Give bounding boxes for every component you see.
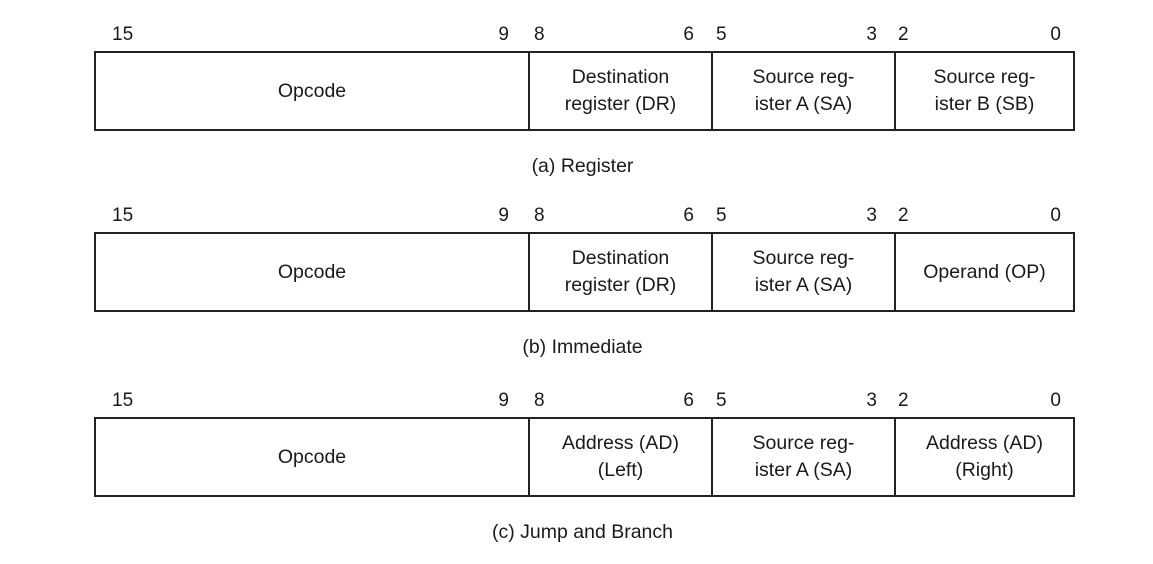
bit-2-label: 2 <box>898 390 909 411</box>
bit-3-label: 3 <box>866 205 877 226</box>
instruction-format-immediate: 15 9 8 6 5 3 2 0 Opcode Destination regi… <box>0 205 1153 365</box>
bit-0-label: 0 <box>1050 24 1061 45</box>
operand-field: Operand (OP) <box>894 234 1073 310</box>
source-register-b-field: Source reg- ister B (SB) <box>894 53 1073 129</box>
bit-0-label: 0 <box>1050 390 1061 411</box>
bit-0-label: 0 <box>1050 205 1061 226</box>
bit-9-label: 9 <box>498 205 509 226</box>
opcode-field: Opcode <box>277 445 347 468</box>
bit-15-label: 15 <box>112 390 134 411</box>
instruction-word: Opcode Address (AD) (Left) Source reg- i… <box>94 417 1075 497</box>
bit-15-label: 15 <box>112 24 134 45</box>
format-caption: (b) Immediate <box>522 336 643 358</box>
format-caption: (a) Register <box>531 155 634 177</box>
source-register-a-field: Source reg- ister A (SA) <box>711 419 894 495</box>
bit-8-label: 8 <box>534 390 545 411</box>
opcode-field: Opcode <box>277 260 347 283</box>
instruction-format-register: 15 9 8 6 5 3 2 0 Opcode Destination regi… <box>0 24 1153 184</box>
destination-register-field: Destination register (DR) <box>528 234 711 310</box>
bit-9-label: 9 <box>498 24 509 45</box>
bit-15-label: 15 <box>112 205 134 226</box>
address-right-field: Address (AD) (Right) <box>894 419 1073 495</box>
source-register-a-field: Source reg- ister A (SA) <box>711 53 894 129</box>
bit-5-label: 5 <box>716 205 727 226</box>
bit-number-row: 15 9 8 6 5 3 2 0 <box>0 390 1153 414</box>
bit-8-label: 8 <box>534 24 545 45</box>
instruction-format-jump-branch: 15 9 8 6 5 3 2 0 Opcode Address (AD) (Le… <box>0 390 1153 550</box>
bit-9-label: 9 <box>498 390 509 411</box>
bit-8-label: 8 <box>534 205 545 226</box>
destination-register-field: Destination register (DR) <box>528 53 711 129</box>
instruction-word: Opcode Destination register (DR) Source … <box>94 51 1075 131</box>
bit-5-label: 5 <box>716 24 727 45</box>
bit-number-row: 15 9 8 6 5 3 2 0 <box>0 205 1153 229</box>
format-caption: (c) Jump and Branch <box>492 521 673 543</box>
bit-6-label: 6 <box>683 24 694 45</box>
bit-3-label: 3 <box>866 390 877 411</box>
bit-6-label: 6 <box>683 390 694 411</box>
bit-2-label: 2 <box>898 205 909 226</box>
bit-3-label: 3 <box>866 24 877 45</box>
instruction-word: Opcode Destination register (DR) Source … <box>94 232 1075 312</box>
bit-number-row: 15 9 8 6 5 3 2 0 <box>0 24 1153 48</box>
bit-6-label: 6 <box>683 205 694 226</box>
opcode-field: Opcode <box>277 79 347 102</box>
bit-5-label: 5 <box>716 390 727 411</box>
source-register-a-field: Source reg- ister A (SA) <box>711 234 894 310</box>
bit-2-label: 2 <box>898 24 909 45</box>
address-left-field: Address (AD) (Left) <box>528 419 711 495</box>
